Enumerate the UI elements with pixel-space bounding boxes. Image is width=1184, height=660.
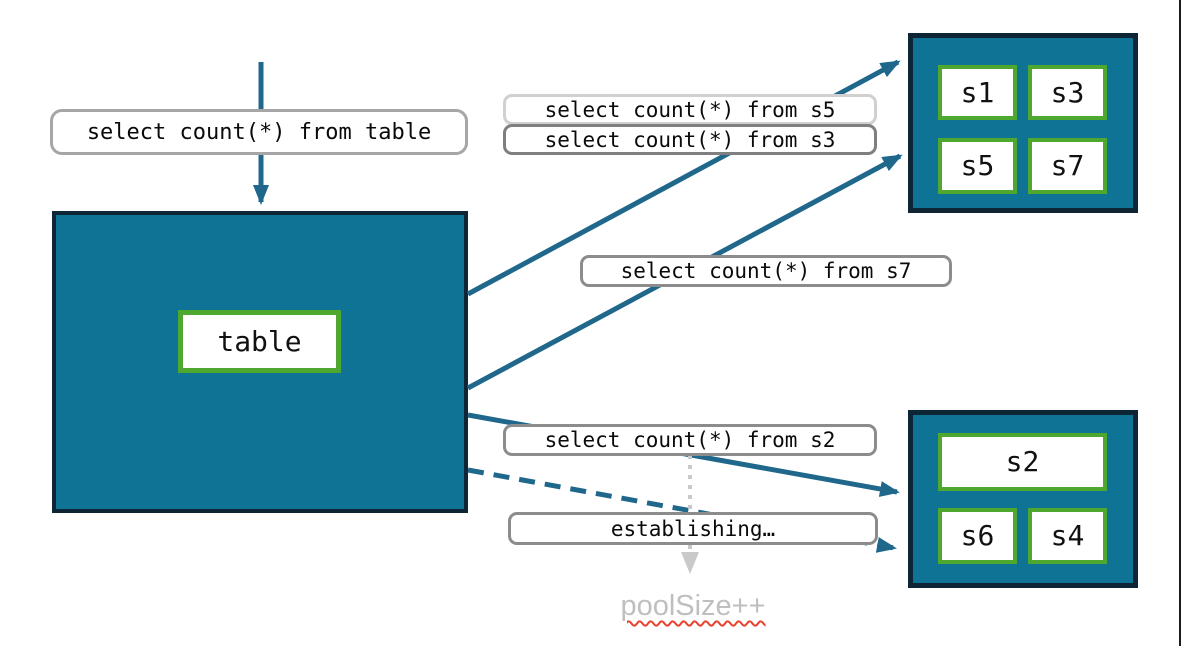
table-node: table: [52, 211, 468, 513]
shard-group-top: s1 s3 s5 s7: [908, 33, 1138, 213]
shard-group-bottom: s2 s6 s4: [908, 410, 1138, 588]
query-pill-s2: select count(*) from s2: [503, 424, 877, 456]
shard-s2: s2: [938, 433, 1107, 491]
shard-s4: s4: [1028, 508, 1107, 564]
table-node-label: table: [178, 310, 341, 373]
query-pill-table: select count(*) from table: [50, 109, 468, 155]
shard-s6: s6: [938, 508, 1017, 564]
shard-s7: s7: [1028, 138, 1107, 194]
slide-edge-line: [1179, 0, 1181, 646]
query-pill-s5: select count(*) from s5: [503, 94, 877, 125]
status-pill-establishing: establishing…: [508, 512, 878, 545]
shard-s3: s3: [1028, 65, 1107, 120]
shard-s1: s1: [938, 65, 1017, 120]
query-pill-s7: select count(*) from s7: [580, 255, 952, 287]
query-pill-s3: select count(*) from s3: [503, 124, 877, 155]
pool-size-note: poolSize++: [620, 590, 766, 622]
shard-s5: s5: [938, 138, 1017, 194]
